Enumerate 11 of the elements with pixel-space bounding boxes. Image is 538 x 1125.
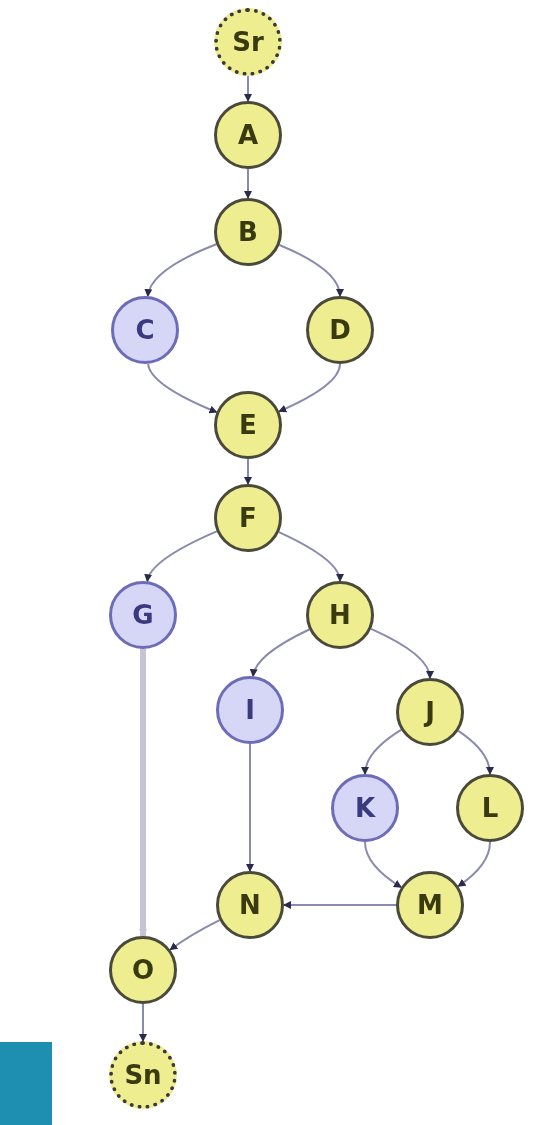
arrow: [283, 901, 397, 909]
arrow: [139, 1003, 147, 1042]
arrow: [244, 458, 252, 485]
arrow: [244, 168, 252, 199]
arrow: [246, 743, 254, 872]
arrow: [361, 728, 403, 775]
arrow: [457, 841, 491, 888]
arrow: [457, 729, 494, 775]
arrow: [364, 841, 403, 889]
arrow: [139, 649, 147, 937]
arrow: [244, 75, 252, 102]
